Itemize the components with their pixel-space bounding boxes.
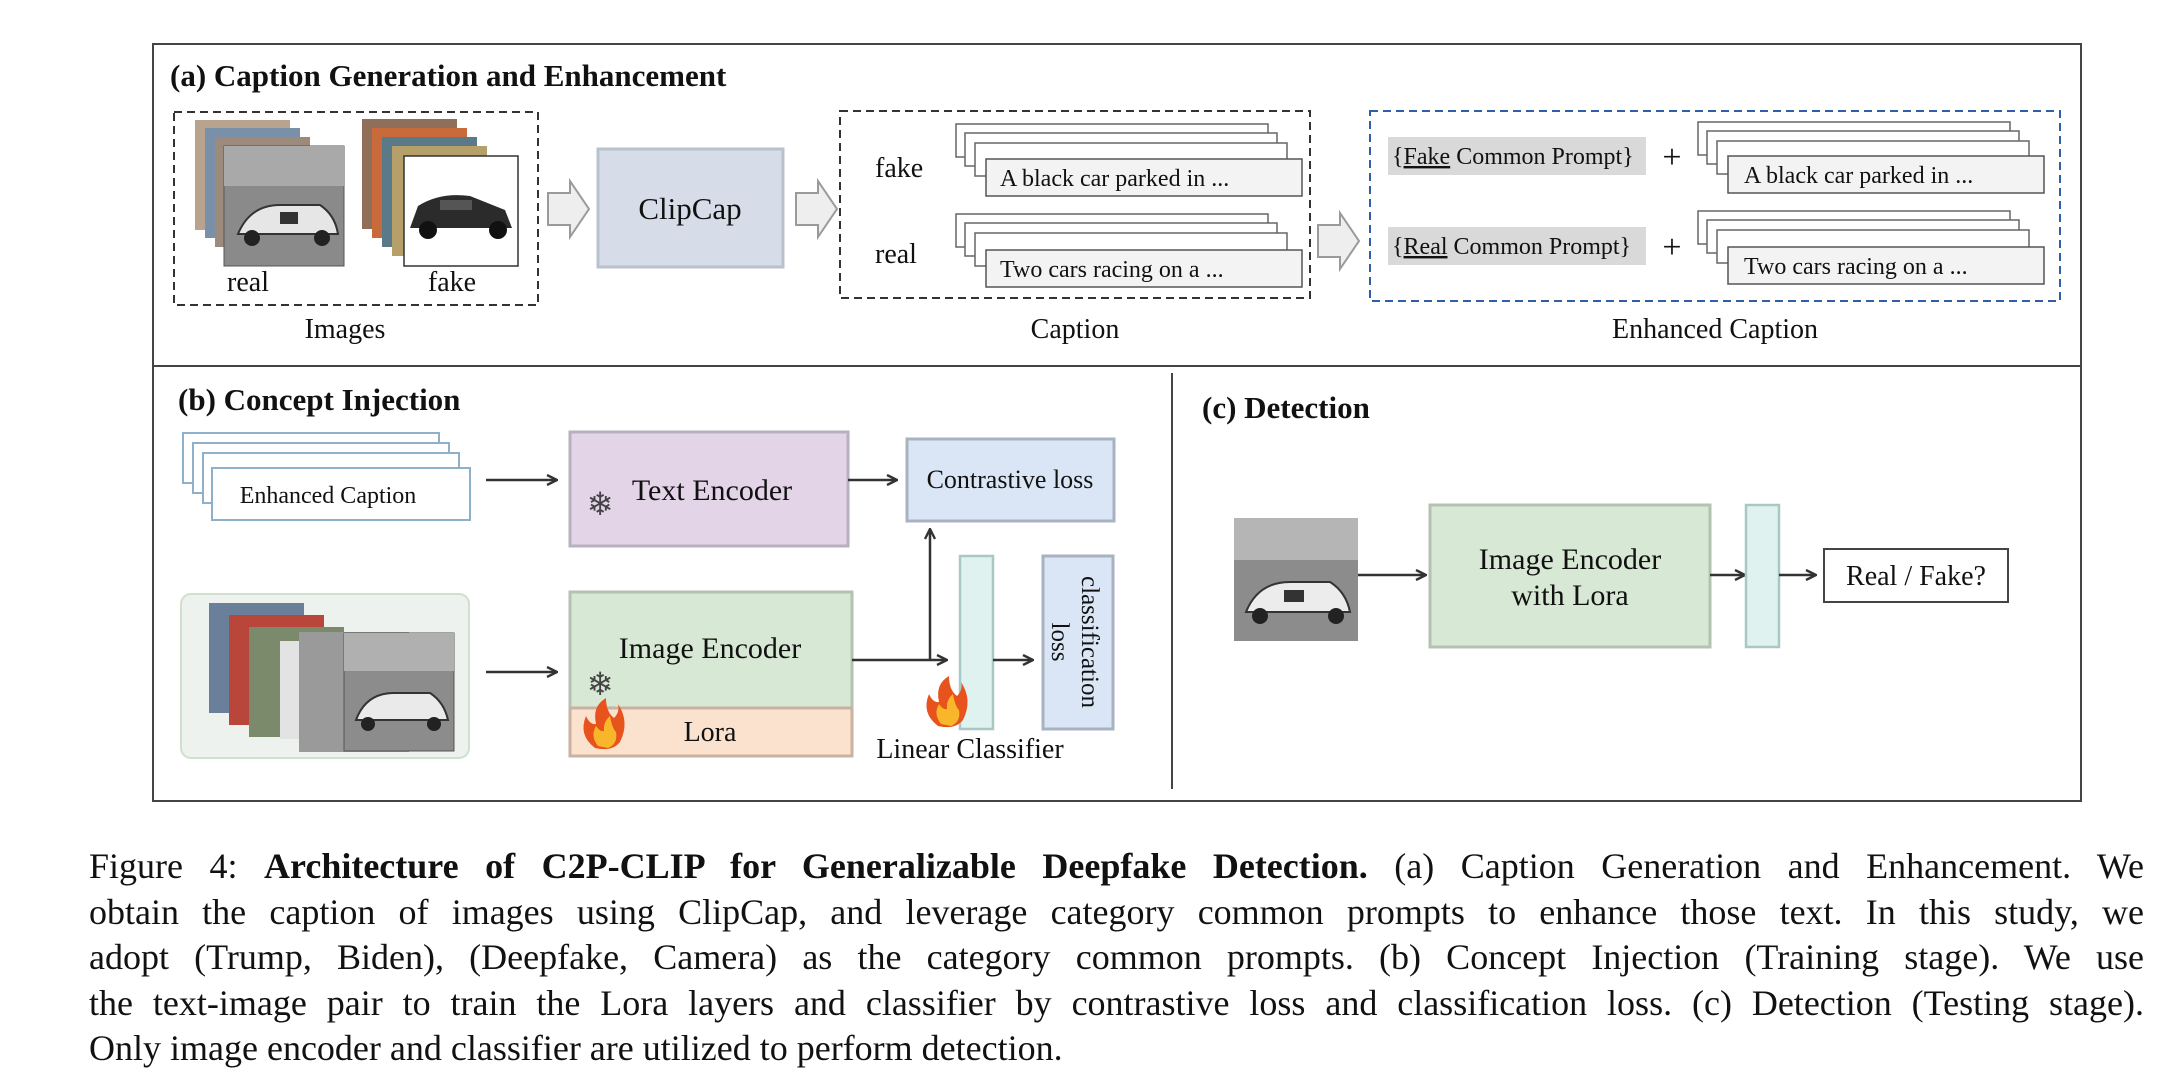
figure-caption: Figure 4: Architecture of C2P-CLIP for G… <box>89 844 2144 1072</box>
block-arrow-2 <box>795 177 839 241</box>
enhanced-fake-caption-text: A black car parked in ... <box>1744 163 1973 189</box>
output-box <box>1823 548 2009 603</box>
fake-common-prompt: {Fake Common Prompt} <box>1392 144 1634 170</box>
fire-icon <box>583 698 625 750</box>
caption-line-2: obtain the caption of images using ClipC… <box>89 891 2144 932</box>
fire-icon <box>926 676 968 728</box>
caption-real-tag: real <box>875 239 917 270</box>
enhanced-real-caption-text: Two cars racing on a ... <box>1744 254 1968 280</box>
image-encoder-label: Image Encoder <box>619 632 801 665</box>
caption-line-3: adopt (Trump, Biden), (Deepfake, Camera)… <box>89 937 2144 977</box>
real-caption-text: Two cars racing on a ... <box>1000 257 1224 283</box>
real-prompt-word: Real <box>1404 234 1448 260</box>
caption-fake-tag: fake <box>875 153 923 184</box>
fake-image-stack <box>362 119 519 267</box>
images-box <box>173 111 539 306</box>
real-image-stack <box>195 120 345 267</box>
caption-line-1-rest: (a) Caption Generation and Enhancement. … <box>1367 846 2144 886</box>
fake-prompt-word: Fake <box>1404 144 1451 170</box>
fake-caption-stack <box>955 123 1303 197</box>
caption-box <box>839 110 1311 299</box>
plus-sign-fake: + <box>1662 139 1681 176</box>
real-common-prompt: {Real Common Prompt} <box>1392 234 1631 260</box>
real-caption-stack <box>955 213 1303 288</box>
block-arrow-1 <box>547 177 591 241</box>
panel-c-title: (c) Detection <box>1202 390 1370 425</box>
plus-sign-real: + <box>1662 229 1681 266</box>
caption-line-4: the text-image pair to train the Lora la… <box>89 982 2144 1023</box>
contrastive-loss-box <box>905 437 1116 523</box>
lora-label: Lora <box>684 717 737 748</box>
figure-frame <box>152 43 2082 802</box>
figure-number: Figure 4: <box>89 846 265 886</box>
caption-label: Caption <box>1031 314 1120 345</box>
training-image-stack <box>180 593 470 759</box>
fake-label: fake <box>428 267 476 298</box>
image-encoder-box <box>568 590 854 710</box>
contrastive-loss-label: Contrastive loss <box>927 465 1094 494</box>
enhanced-real-caption-stack <box>1697 210 2045 285</box>
architecture-figure: (a) Caption Generation and Enhancement r… <box>152 43 2082 802</box>
clipcap-label: ClipCap <box>638 191 741 226</box>
panel-b-title: (b) Concept Injection <box>178 382 460 417</box>
panel-a-title: (a) Caption Generation and Enhancement <box>170 58 727 93</box>
image-encoder-lora-box <box>1428 503 1712 649</box>
fake-prompt-chip <box>1388 137 1646 175</box>
real-label: real <box>227 267 269 298</box>
text-encoder-label: Text Encoder <box>632 474 792 507</box>
block-arrow-3 <box>1317 209 1361 273</box>
fake-caption-text: A black car parked in ... <box>1000 166 1229 192</box>
enhanced-fake-caption-stack <box>1697 121 2045 194</box>
linear-classifier-bar <box>958 554 995 731</box>
output-label: Real / Fake? <box>1846 561 1986 592</box>
text-encoder-box <box>568 430 850 548</box>
test-image <box>1234 518 1358 641</box>
enhanced-caption-box <box>1369 110 2061 302</box>
classification-loss-label: classificationloss <box>1046 576 1103 708</box>
enhanced-caption-input-label: Enhanced Caption <box>240 483 417 509</box>
detection-classifier-bar <box>1744 503 1781 649</box>
classification-loss-box <box>1041 554 1115 731</box>
enhanced-caption-stack <box>182 432 471 521</box>
caption-line-5: Only image encoder and classifier are ut… <box>89 1028 1063 1068</box>
figure-title: Architecture of C2P-CLIP for Generalizab… <box>264 846 1368 886</box>
images-label: Images <box>305 314 386 345</box>
enhanced-caption-label: Enhanced Caption <box>1612 314 1818 345</box>
caption-line-1: Figure 4: Architecture of C2P-CLIP for G… <box>89 844 2144 890</box>
linear-classifier-label: Linear Classifier <box>876 734 1064 765</box>
real-prompt-chip <box>1388 227 1646 265</box>
snowflake-icon: ❄ <box>587 485 614 523</box>
snowflake-icon: ❄ <box>587 665 614 703</box>
clipcap-box <box>596 147 785 269</box>
